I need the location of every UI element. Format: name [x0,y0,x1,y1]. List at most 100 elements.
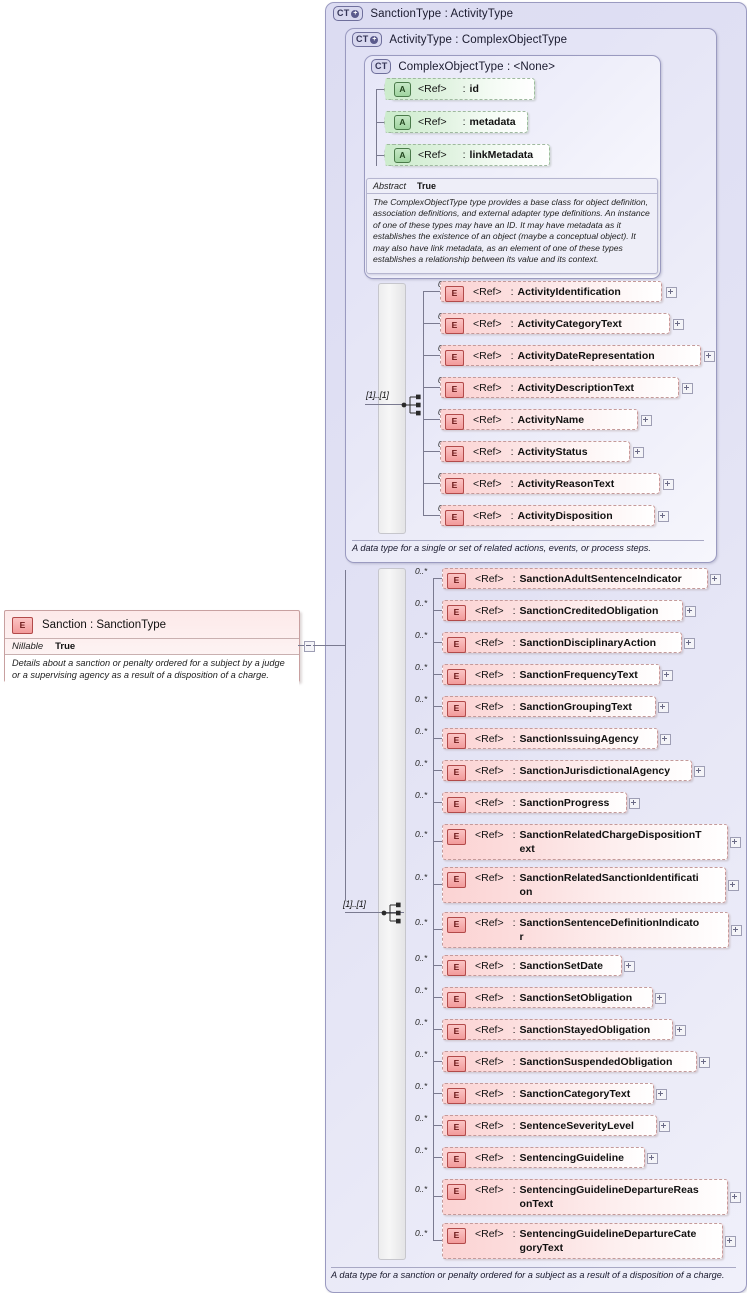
complexobjecttype-header[interactable]: CT ComplexObjectType : <None> [371,59,555,74]
element-occurrence: 0..* [415,662,427,672]
element-row[interactable]: E <Ref> : SanctionGroupingText [442,696,656,717]
element-row[interactable]: E <Ref> : SanctionIssuingAgency [442,728,658,749]
expand-icon[interactable] [730,1192,741,1203]
expand-icon[interactable] [694,766,705,777]
expand-icon[interactable] [725,1236,736,1247]
element-occurrence: 0..* [415,726,427,736]
activitytype-header[interactable]: CT+ ActivityType : ComplexObjectType [352,32,567,47]
activitytype-element-band [378,283,406,534]
element-row[interactable]: E <Ref> : SanctionRelatedSanctionIdentif… [442,867,726,903]
complextype-badge[interactable]: CT+ [333,6,364,21]
element-connector [423,387,440,388]
element-row[interactable]: E <Ref> : SanctionJurisdictionalAgency [442,760,692,781]
expand-icon[interactable] [710,574,721,585]
element-row[interactable]: E <Ref> : SanctionCategoryText [442,1083,654,1104]
expand-icon[interactable] [659,1121,670,1132]
element-row[interactable]: E <Ref> : SanctionSetObligation [442,987,653,1008]
sanction-element-title-row: E Sanction : SanctionType [5,611,299,638]
element-row[interactable]: E <Ref> : SentencingGuidelineDepartureRe… [442,1179,728,1215]
expand-icon[interactable] [660,734,671,745]
element-name: SanctionSetDate [519,960,603,972]
expand-icon[interactable] [656,1089,667,1100]
element-name: SentencingGuidelineDepartureReas onText [519,1184,699,1210]
expand-icon[interactable] [730,837,741,848]
expand-icon[interactable] [655,993,666,1004]
expand-icon[interactable] [662,670,673,681]
expand-icon[interactable] [728,880,739,891]
element-occurrence: 0..* [415,1017,427,1027]
sanction-element-card[interactable]: E Sanction : SanctionType Nillable True … [4,610,300,687]
expand-icon[interactable] [633,447,644,458]
sequence-compositor-icon[interactable] [381,900,403,926]
attribute-row[interactable]: A <Ref> : metadata [390,111,528,133]
expand-icon[interactable] [675,1025,686,1036]
expand-icon[interactable] [663,479,674,490]
expand-icon[interactable] [684,638,695,649]
element-row[interactable]: E <Ref> : SanctionSentenceDefinitionIndi… [442,912,729,948]
expand-icon[interactable] [666,287,677,298]
element-connector [423,483,440,484]
element-ref: <Ref> [475,1056,504,1068]
element-badge: E [445,478,464,494]
element-row[interactable]: E <Ref> : ActivityDescriptionText [440,377,679,398]
expand-icon[interactable] [673,319,684,330]
attribute-row[interactable]: A <Ref> : linkMetadata [390,144,550,166]
element-row[interactable]: E <Ref> : SanctionRelatedChargeDispositi… [442,824,728,860]
element-ref: <Ref> [475,605,504,617]
complextype-badge-label: CT [337,8,350,18]
element-row[interactable]: E <Ref> : ActivityStatus [440,441,630,462]
element-name: ActivityName [517,414,585,426]
element-name: SanctionRelatedChargeDispositionT ext [519,829,702,855]
element-row[interactable]: E <Ref> : SanctionStayedObligation [442,1019,673,1040]
expand-icon[interactable] [704,351,715,362]
sanction-connector-line-left [298,645,305,646]
element-row[interactable]: E <Ref> : SanctionFrequencyText [442,664,660,685]
element-name: ActivityCategoryText [517,318,622,330]
element-row[interactable]: E <Ref> : SanctionSuspendedObligation [442,1051,697,1072]
expand-icon[interactable] [624,961,635,972]
expand-icon[interactable] [629,798,640,809]
attribute-row[interactable]: A <Ref> : id [390,78,535,100]
element-row[interactable]: E <Ref> : ActivityDisposition [440,505,655,526]
element-row[interactable]: E <Ref> : SanctionCreditedObligation [442,600,683,621]
element-connector [433,770,443,771]
element-badge: E [447,573,466,589]
expand-icon[interactable] [647,1153,658,1164]
element-ref: <Ref> [475,1024,504,1036]
attribute-separator: : [462,149,466,161]
element-ref: <Ref> [473,382,502,394]
element-row[interactable]: E <Ref> : ActivityName [440,409,638,430]
expand-icon[interactable] [658,702,669,713]
activitytype-annotation: A data type for a single or set of relat… [352,540,704,553]
element-connector [433,1157,443,1158]
plus-icon[interactable]: + [351,9,360,18]
element-connector [433,642,443,643]
expand-icon[interactable] [731,925,742,936]
element-row[interactable]: E <Ref> : SanctionDisciplinaryAction [442,632,682,653]
element-row[interactable]: E <Ref> : SanctionSetDate [442,955,622,976]
expand-icon[interactable] [685,606,696,617]
element-row[interactable]: E <Ref> : SentencingGuidelineDepartureCa… [442,1223,723,1259]
expand-icon[interactable] [658,511,669,522]
sequence-compositor-icon[interactable] [401,392,423,418]
sanctiontype-header[interactable]: CT+ SanctionType : ActivityType [333,6,513,21]
element-row[interactable]: E <Ref> : ActivityCategoryText [440,313,670,334]
complextype-badge[interactable]: CT+ [352,32,383,47]
element-occurrence: 0..* [415,953,427,963]
expand-icon[interactable] [682,383,693,394]
element-row[interactable]: E <Ref> : SentenceSeverityLevel [442,1115,657,1136]
plus-icon[interactable]: + [370,35,379,44]
element-row[interactable]: E <Ref> : SanctionAdultSentenceIndicator [442,568,708,589]
element-row[interactable]: E <Ref> : SanctionProgress [442,792,627,813]
element-row[interactable]: E <Ref> : ActivityIdentification [440,281,662,302]
collapse-icon[interactable] [304,641,315,652]
expand-icon[interactable] [699,1057,710,1068]
sanctiontype-cardinality: [1]..[1] [343,899,366,909]
element-badge: E [447,1228,466,1244]
element-separator: : [510,510,514,522]
element-row[interactable]: E <Ref> : SentencingGuideline [442,1147,645,1168]
element-row[interactable]: E <Ref> : ActivityReasonText [440,473,660,494]
element-ref: <Ref> [475,669,504,681]
expand-icon[interactable] [641,415,652,426]
element-row[interactable]: E <Ref> : ActivityDateRepresentation [440,345,701,366]
